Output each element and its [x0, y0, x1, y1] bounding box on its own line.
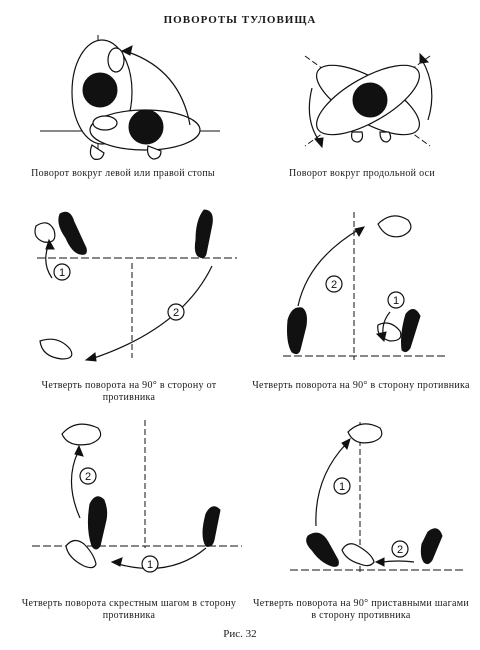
foot-outline-end: [347, 423, 383, 444]
foot-right: [146, 145, 162, 160]
step-2-arrow: [381, 560, 415, 563]
step-1-arrowhead: [376, 331, 387, 342]
arrow-right: [421, 59, 433, 121]
step-1-label: 1: [147, 559, 153, 571]
foot-solid-left: [87, 496, 108, 550]
caption-cross-step: Четверть поворота скрестным шагом в стор…: [21, 598, 237, 621]
foot-pivot-diagram: [40, 35, 220, 160]
panel-side-steps: 1 2: [290, 418, 470, 583]
head: [352, 82, 388, 118]
quarter-away-diagram: 1 2: [34, 209, 237, 362]
step-1-label: 1: [339, 481, 345, 493]
foot-outline-start: [34, 222, 56, 243]
step-2-marker: [391, 540, 409, 558]
step-1-arrowhead: [341, 438, 351, 451]
step-2-marker: [167, 303, 185, 321]
step-2-marker: [79, 467, 97, 485]
caption-side-steps: Четверть поворота на 90° приставными шаг…: [252, 598, 470, 621]
arrowhead-left: [314, 137, 324, 149]
quarter-toward-diagram: 2 1: [283, 212, 448, 360]
panel-cross-step: 2 1: [30, 418, 245, 583]
foot-left: [351, 131, 364, 143]
step-1-arrowhead: [45, 238, 55, 250]
foot-outline-end: [377, 215, 412, 238]
foot-right: [379, 131, 392, 143]
step-2-marker: [325, 275, 343, 293]
step-1-marker: [387, 291, 405, 309]
foot-solid-left: [287, 307, 307, 355]
figure-label: Рис. 32: [223, 628, 257, 640]
foot-outline-end: [39, 338, 73, 360]
step-1-marker: [141, 555, 159, 573]
step-2-label: 2: [85, 471, 91, 483]
caption-quarter-away: Четверть поворота на 90° в сторону от пр…: [41, 380, 217, 403]
cross-step-diagram: 2 1: [32, 420, 242, 573]
foot-solid-right: [420, 528, 443, 565]
step-1-arrow: [117, 547, 207, 570]
step-2-arrowhead: [354, 226, 365, 238]
caption-foot-pivot: Поворот вокруг левой или правой стопы: [31, 168, 215, 179]
step-1-marker: [333, 477, 351, 495]
side-steps-diagram: 1 2: [290, 422, 465, 572]
step-1-label: 1: [59, 267, 65, 279]
panel-foot-pivot: [20, 30, 240, 170]
step-2-label: 2: [173, 307, 179, 319]
step-2-label: 2: [397, 544, 403, 556]
step-1-marker: [53, 263, 71, 281]
panel-quarter-away: 1 2: [22, 208, 242, 368]
panel-quarter-toward: 2 1: [278, 210, 458, 365]
shoulder-upright: [107, 47, 125, 73]
step-2-arrowhead: [374, 557, 385, 567]
caption-quarter-toward: Четверть поворота на 90° в сторону проти…: [252, 380, 470, 391]
rotation-arrowhead: [120, 45, 133, 56]
step-1-arrow: [315, 443, 347, 527]
step-2-label: 2: [331, 279, 337, 291]
step-1-arrow: [45, 245, 53, 279]
step-2-arrowhead: [74, 444, 84, 457]
foot-solid-right: [194, 209, 213, 259]
panel-axis-rotation: [290, 48, 450, 158]
foot-solid-right: [401, 309, 421, 353]
arrow-left: [308, 87, 321, 143]
axis-rotation-diagram: [304, 52, 433, 149]
foot-solid-left: [58, 211, 87, 255]
foot-solid-right: [202, 506, 221, 547]
rotation-arrow: [127, 51, 191, 126]
step-1-arrowhead: [110, 557, 123, 567]
foot-outline-end: [61, 423, 102, 446]
head-rotated: [128, 109, 164, 145]
foot-outline-start: [65, 539, 97, 569]
step-2-arrow: [297, 229, 359, 307]
arrowhead-right: [419, 52, 430, 64]
foot-solid-left: [306, 532, 339, 567]
page-title: ПОВОРОТЫ ТУЛОВИЩА: [163, 14, 317, 26]
head-upright: [82, 72, 118, 108]
foot-outline-mid: [341, 543, 375, 567]
caption-axis-rotation: Поворот вокруг продольной оси: [288, 168, 436, 179]
step-2-arrow: [93, 265, 213, 359]
shoulder-rotated: [92, 115, 118, 131]
step-2-arrow: [70, 451, 81, 519]
step-1-label: 1: [393, 295, 399, 307]
foot-left: [89, 144, 105, 160]
step-2-arrowhead: [84, 352, 97, 362]
